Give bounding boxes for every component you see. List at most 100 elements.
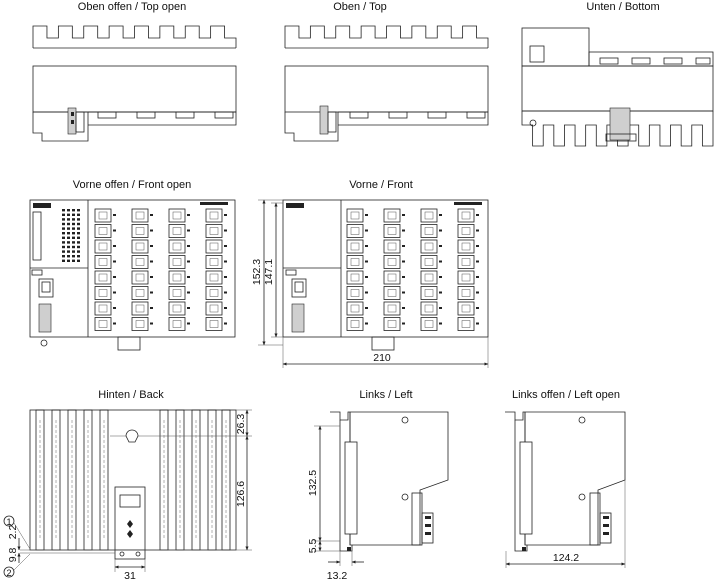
port-led	[439, 291, 442, 294]
port-led	[476, 307, 479, 309]
port-led	[365, 291, 368, 294]
port-led	[187, 260, 190, 263]
ethernet-port	[168, 208, 186, 223]
status-led	[62, 255, 65, 258]
ethernet-port	[383, 208, 401, 223]
port-socket	[350, 227, 360, 235]
ethernet-port	[346, 270, 364, 285]
port-socket	[209, 304, 219, 313]
view-title-top-open: Oben offen / Top open	[78, 1, 186, 13]
port-socket	[135, 289, 145, 297]
port-led	[187, 245, 190, 247]
port-socket	[461, 227, 471, 235]
port-socket	[424, 242, 434, 251]
ethernet-port	[420, 208, 438, 223]
ethernet-port	[457, 224, 475, 238]
status-led	[67, 222, 70, 226]
ethernet-port	[346, 224, 364, 238]
ethernet-port	[94, 317, 112, 331]
ethernet-port	[131, 208, 149, 223]
port-led	[439, 229, 442, 232]
port-socket	[424, 211, 434, 220]
status-led	[67, 232, 70, 235]
view-title-front-open: Vorne offen / Front open	[73, 179, 191, 191]
port-led	[439, 307, 442, 309]
ethernet-port	[420, 286, 438, 300]
port-socket	[172, 242, 182, 251]
ethernet-port	[383, 270, 401, 285]
ethernet-port	[420, 239, 438, 254]
port-led	[187, 322, 190, 325]
ethernet-port	[205, 286, 223, 300]
port-led	[365, 214, 368, 216]
ethernet-port	[205, 270, 223, 285]
port-led	[224, 322, 227, 325]
ethernet-port	[383, 224, 401, 238]
ethernet-port	[131, 286, 149, 300]
status-led	[62, 222, 65, 226]
port-led	[113, 307, 116, 309]
status-led	[72, 236, 75, 239]
status-led	[62, 209, 65, 212]
ethernet-port	[383, 317, 401, 331]
port-led	[402, 276, 405, 278]
ethernet-port	[457, 255, 475, 269]
back-view: 26.3 126.6 2.2 9.8 1 2 31	[3, 409, 252, 582]
port-socket	[461, 258, 471, 266]
status-led	[77, 241, 80, 244]
port-led	[150, 245, 153, 247]
port-socket	[135, 211, 145, 220]
port-led	[187, 214, 190, 216]
ethernet-port	[383, 255, 401, 269]
port-led	[224, 245, 227, 247]
ethernet-port	[420, 270, 438, 285]
port-socket	[387, 273, 397, 282]
ethernet-port	[94, 270, 112, 285]
port-socket	[135, 304, 145, 313]
port-socket	[350, 320, 360, 328]
ethernet-port	[205, 208, 223, 223]
port-led	[113, 245, 116, 247]
port-led	[113, 214, 116, 216]
port-led	[439, 260, 442, 263]
port-socket	[387, 320, 397, 328]
ethernet-port	[131, 270, 149, 285]
port-socket	[209, 211, 219, 220]
port-socket	[172, 289, 182, 297]
port-socket	[387, 304, 397, 313]
port-led	[224, 307, 227, 309]
port-led	[187, 276, 190, 278]
port-socket	[209, 273, 219, 282]
port-led	[476, 276, 479, 278]
port-led	[150, 291, 153, 294]
port-socket	[461, 242, 471, 251]
port-led	[365, 229, 368, 232]
port-led	[402, 307, 405, 309]
port-led	[476, 322, 479, 325]
port-led	[224, 260, 227, 263]
port-socket	[209, 258, 219, 266]
status-led	[62, 245, 65, 249]
port-socket	[424, 304, 434, 313]
status-led	[62, 236, 65, 239]
port-socket	[98, 258, 108, 266]
status-led	[72, 209, 75, 212]
view-title-bottom: Unten / Bottom	[586, 1, 659, 13]
port-led	[476, 260, 479, 263]
ethernet-port	[346, 301, 364, 316]
ethernet-port	[457, 286, 475, 300]
ethernet-port	[168, 270, 186, 285]
port-led	[113, 260, 116, 263]
port-led	[150, 260, 153, 263]
port-led	[439, 214, 442, 216]
ethernet-port	[346, 239, 364, 254]
port-socket	[135, 258, 145, 266]
port-led	[402, 260, 405, 263]
top-open-view	[32, 25, 237, 142]
port-socket	[209, 289, 219, 297]
status-led	[62, 218, 65, 221]
led-matrix	[62, 209, 80, 262]
ethernet-port-array	[94, 208, 227, 331]
status-led	[77, 227, 80, 230]
